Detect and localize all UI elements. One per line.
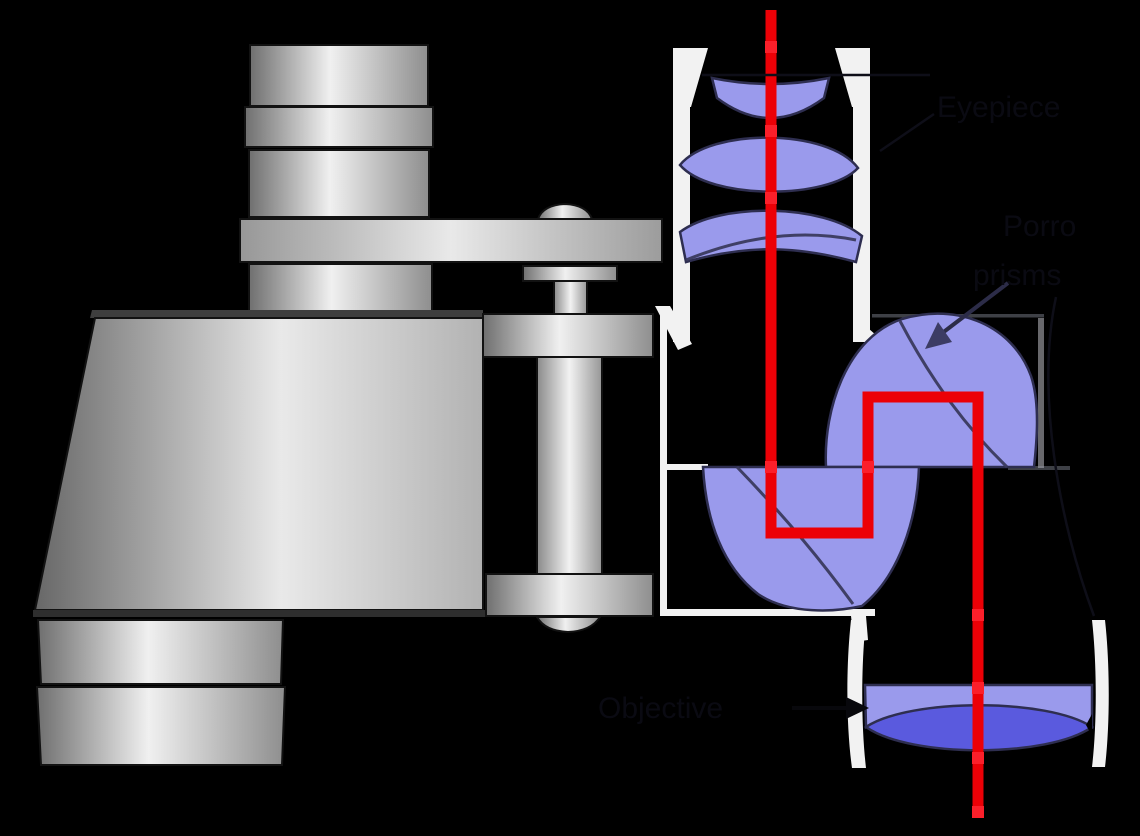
ray-node [765,192,777,204]
prism-box-left-wall [660,313,667,613]
lower-prism-edge-line [735,465,855,605]
objective-barrel-ring-2 [35,686,287,766]
hinge-axle-shaft [536,356,603,575]
prism-box-right-wall [1038,318,1044,468]
ray-node [972,752,984,764]
eyepiece-barrel [248,149,430,218]
ray-node [972,682,984,694]
annotations: Eyepiece Porro prisms Objective [598,73,1096,725]
binoculars-illustration [33,44,663,766]
eyepiece-housing-left-wall [673,48,690,342]
objective-cell-left-wall [847,620,866,768]
hinge-bottom-block [485,573,654,617]
eyepiece-focus-ring [244,106,434,148]
hinge-bottom-cap [535,616,602,634]
eyepiece-label: Eyepiece [937,91,1060,124]
porro-prisms-label-line2: prisms [973,259,1061,292]
ray-node [765,125,777,137]
ray-node [765,41,777,53]
prism-arrow-head-icon [925,322,952,349]
hinge-screw-head [536,202,594,220]
hinge-top-block [482,313,654,358]
hinge-collar [522,265,618,282]
eyepiece-cap [249,44,429,107]
eyepiece-housing-right-wall [853,48,870,342]
objective-cell-notch [1086,714,1092,736]
eyepiece-leader-diagonal [879,112,935,153]
eyepiece-housing-right-flare [835,48,870,107]
body-top-edge [90,310,483,318]
prism-arrow-shaft [939,281,1010,336]
objective-label: Objective [598,692,723,725]
prism-box-shelf-left [660,464,708,470]
light-path [765,10,984,818]
ray-node [972,609,984,621]
prism-box-bottom-wall [660,609,875,616]
ray-junction-nodes [765,41,984,818]
optical-cutaway: Eyepiece Porro prisms Objective [598,10,1109,818]
ray-node [765,461,777,473]
ray-node [972,806,984,818]
porro-prisms-label-line1: Porro [1003,210,1076,243]
objective-barrel-ring-1 [36,619,285,685]
prism-leader-curve [1047,296,1096,617]
prism-box-shelf-right [1008,466,1070,470]
bridge-plate [239,218,663,263]
ray-node [862,461,874,473]
eyepiece-housing-left-flare [673,48,708,107]
prism-body-housing [33,317,484,611]
body-bottom-edge [33,610,485,617]
objective-arrow-head-icon [846,697,869,719]
hinge-stem [553,280,588,315]
objective-cell-right-wall [1092,620,1109,767]
eyepiece-base-barrel [248,263,433,313]
